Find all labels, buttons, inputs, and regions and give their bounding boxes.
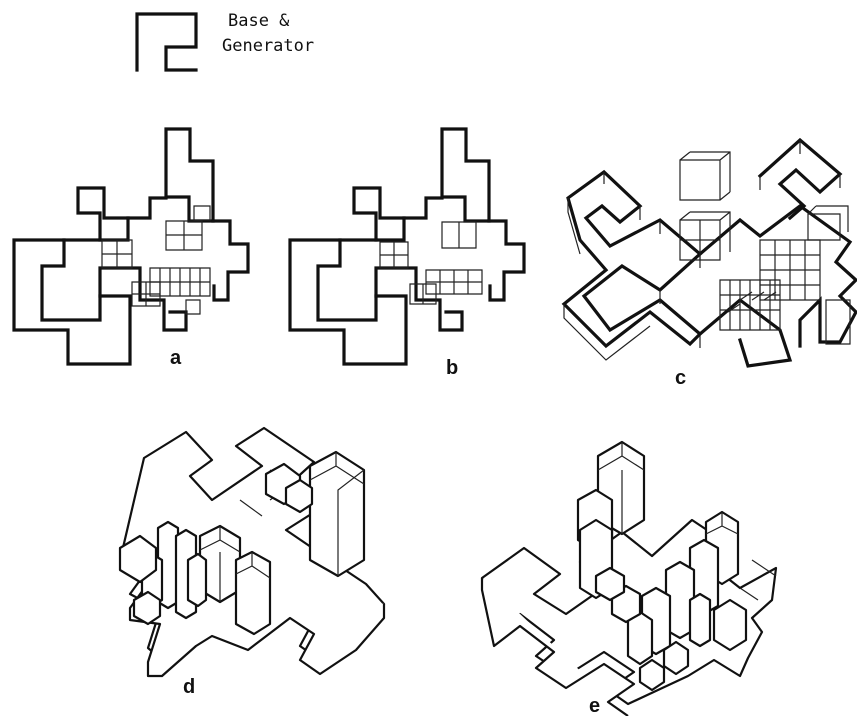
generator-glyph — [137, 14, 196, 70]
panel-b-drawing — [290, 129, 524, 364]
panel-b-label: b — [446, 357, 458, 379]
panel-d-label: d — [183, 676, 195, 698]
panel-a-drawing — [14, 129, 248, 364]
panel-d-drawing — [120, 428, 384, 676]
panel-c-label: c — [675, 367, 686, 389]
legend-line-2: Generator — [222, 36, 314, 56]
legend-line-1: Base & — [228, 11, 290, 31]
panel-a-label: a — [170, 347, 182, 369]
panel-e-drawing — [482, 442, 776, 716]
panel-e-label: e — [589, 695, 600, 716]
panel-c-drawing — [564, 140, 856, 366]
